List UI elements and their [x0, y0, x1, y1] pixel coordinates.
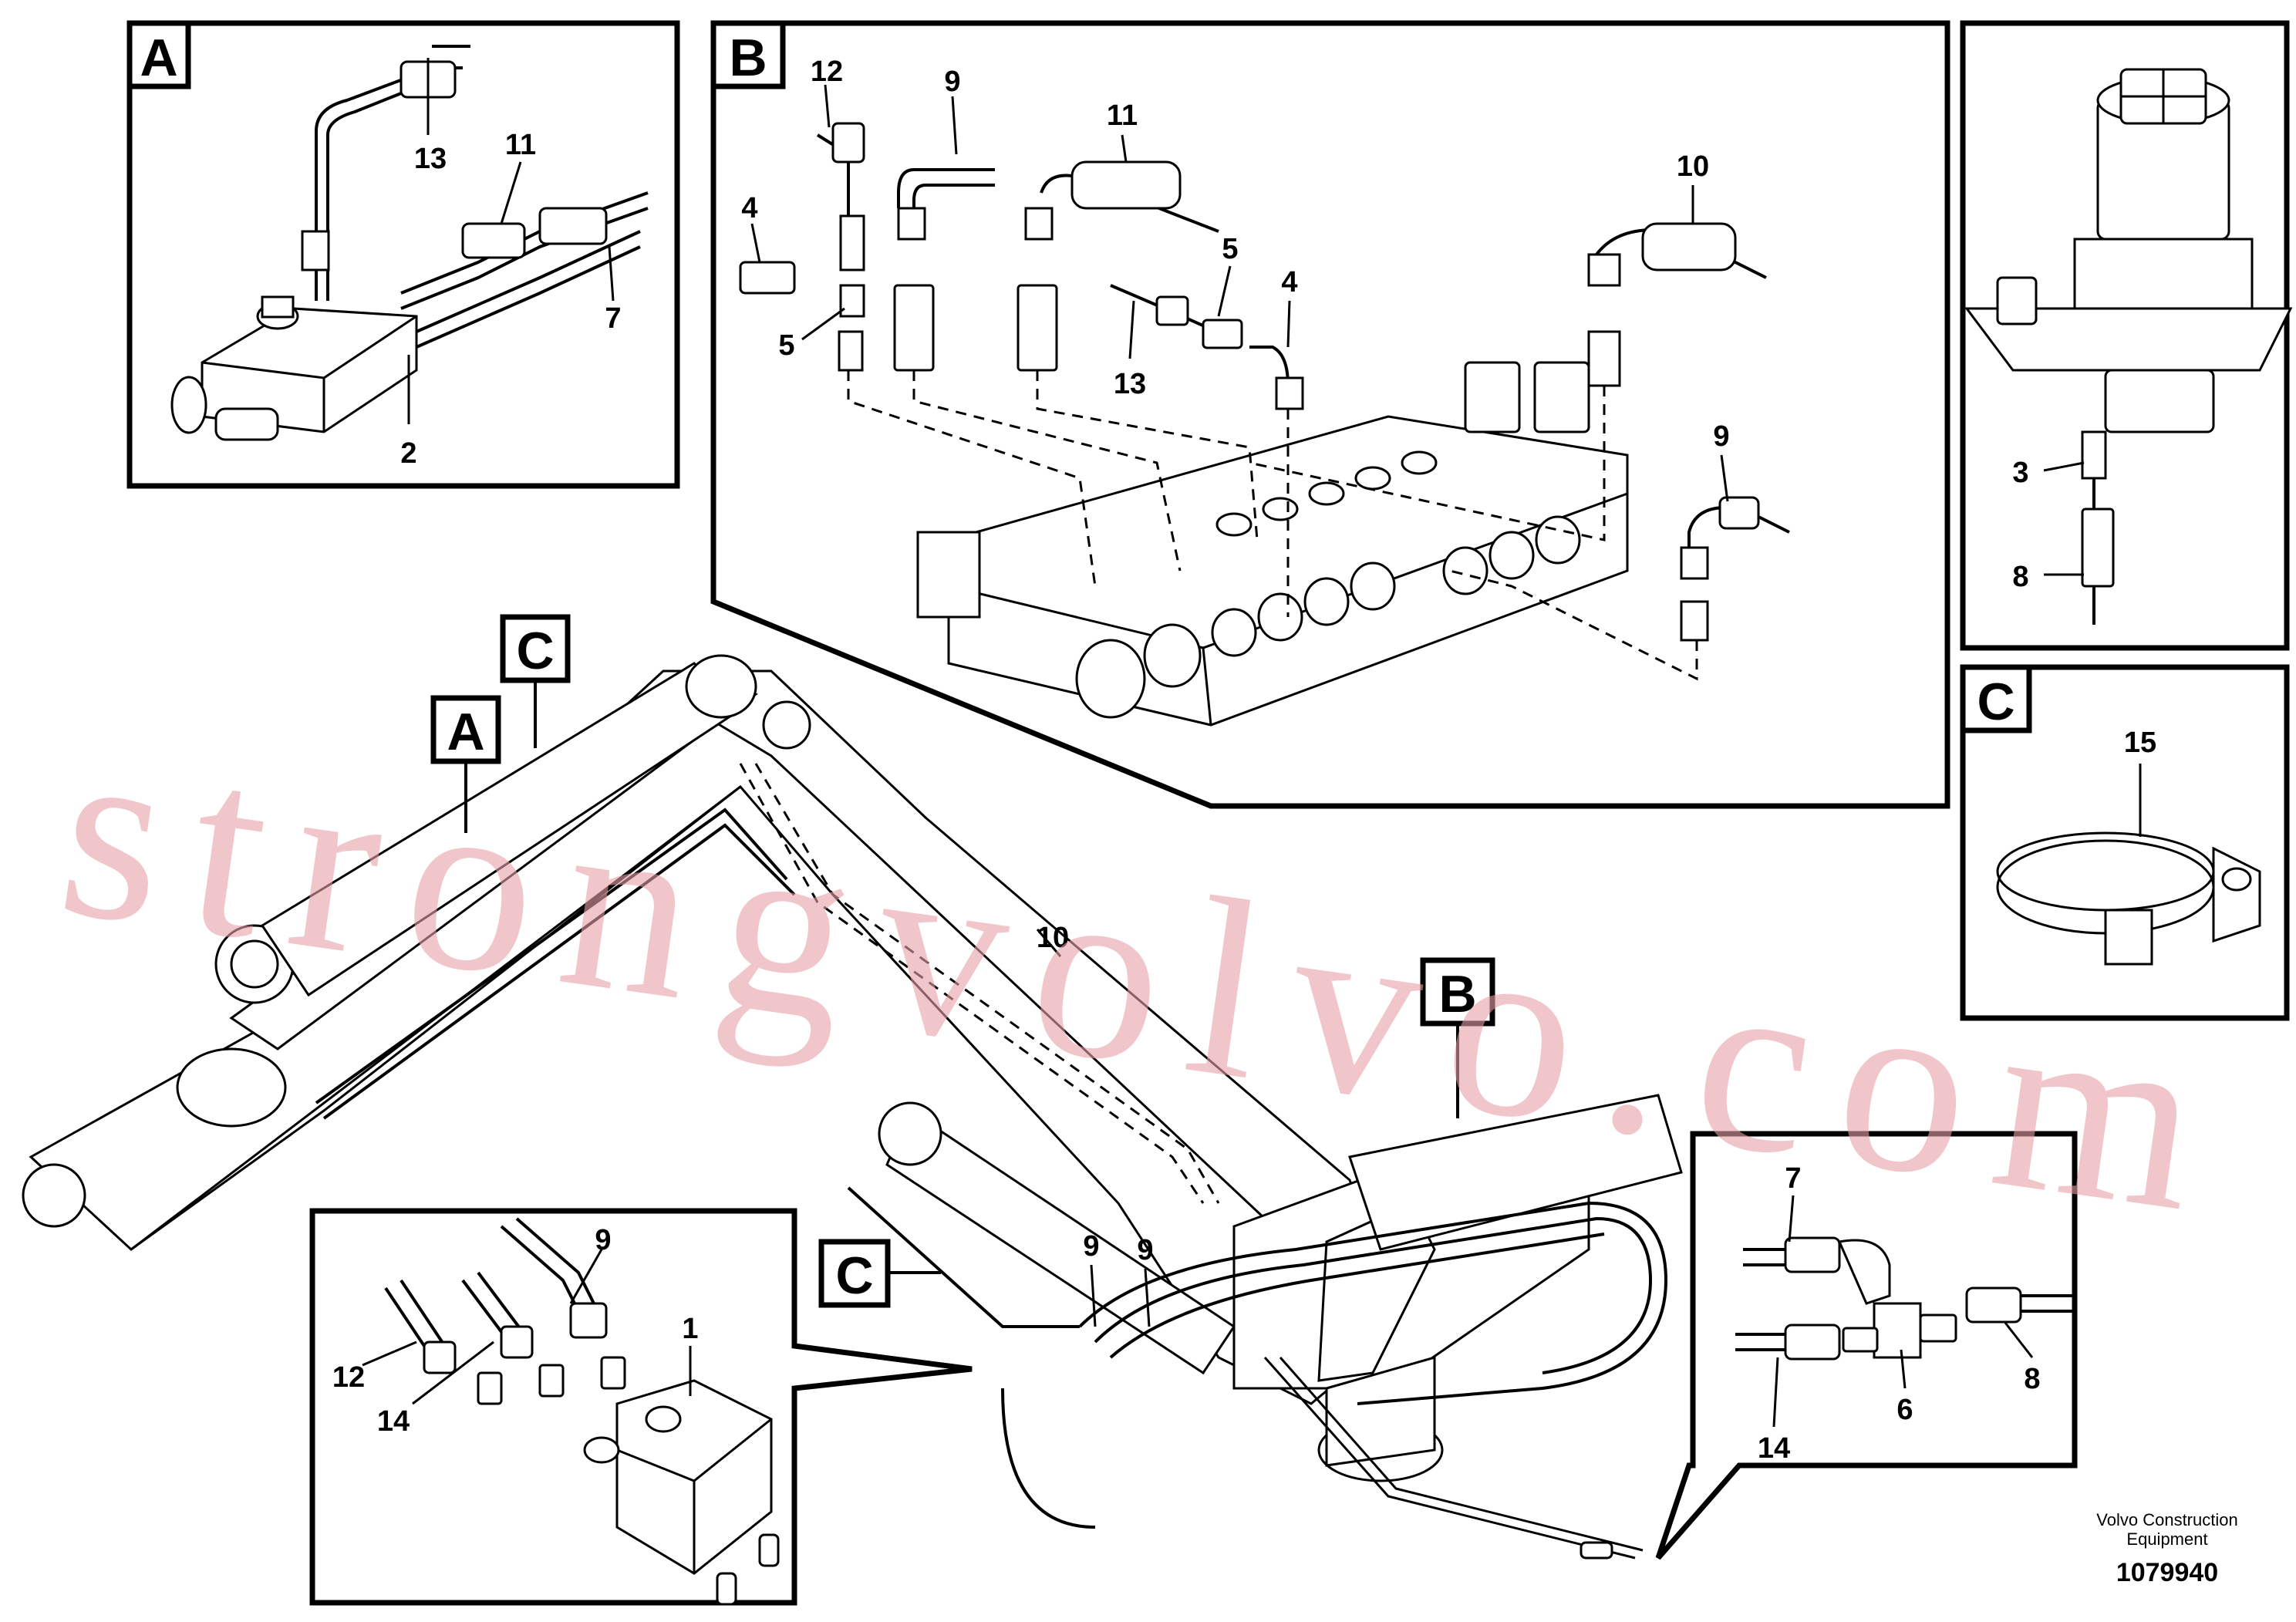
callout-3: 3	[2012, 457, 2028, 489]
callout-8: 8	[2012, 561, 2028, 593]
callout-4: 4	[1281, 266, 1297, 298]
svg-text:C: C	[835, 1246, 873, 1305]
callout-9: 9	[944, 66, 960, 98]
callout-4: 4	[741, 192, 757, 224]
valve-spools	[1211, 450, 1581, 657]
callout-14: 14	[1758, 1432, 1790, 1465]
boom-assembly: 10 9 9	[22, 654, 1683, 1560]
drawing-number: 1079940	[2116, 1558, 2218, 1587]
detail-b-panel: B	[710, 20, 1950, 809]
detail-lower-right-panel: 7 14 6 8	[1655, 1131, 2078, 1560]
callout-11: 11	[505, 129, 536, 161]
svg-text:A: A	[447, 703, 484, 761]
callout-12: 12	[811, 56, 843, 88]
main-tag-b: B	[1420, 957, 1495, 1118]
callout-7: 7	[1785, 1162, 1801, 1195]
company-name-line1: Volvo Construction	[2096, 1510, 2237, 1529]
callout-11: 11	[1107, 99, 1138, 132]
svg-text:B: B	[1438, 965, 1476, 1023]
callout-13: 13	[1114, 368, 1146, 400]
detail-b-tag: B	[729, 29, 767, 87]
callout-7: 7	[605, 302, 621, 335]
callout-2: 2	[400, 437, 416, 470]
callout-9: 9	[1083, 1230, 1099, 1263]
detail-sensor-panel: 3 8	[1960, 20, 2293, 651]
svg-text:C: C	[516, 622, 554, 680]
callout-15: 15	[2124, 727, 2156, 759]
main-tag-c-lower: C	[818, 1239, 941, 1308]
detail-c-tag: C	[1977, 673, 2014, 731]
callout-1: 1	[682, 1313, 698, 1345]
callout-8: 8	[2024, 1363, 2040, 1395]
detail-c-panel: C 15	[1960, 664, 2290, 1021]
callout-9: 9	[1713, 420, 1729, 453]
callout-10: 10	[1037, 922, 1069, 954]
detail-a-tag: A	[140, 29, 177, 87]
callout-9: 9	[595, 1224, 611, 1256]
company-name-line2: Equipment	[2126, 1529, 2207, 1549]
callout-9: 9	[1137, 1234, 1153, 1266]
callout-5: 5	[778, 329, 794, 362]
footer-block: Volvo Construction Equipment 1079940	[2096, 1510, 2237, 1587]
main-tag-c: C	[500, 614, 571, 748]
callout-12: 12	[332, 1361, 365, 1394]
callout-14: 14	[377, 1405, 410, 1438]
detail-lower-left-panel: 9 1 12 14	[309, 1208, 973, 1606]
callout-6: 6	[1896, 1394, 1913, 1426]
detail-a-panel: A 13 11 7 2	[126, 20, 680, 489]
callout-10: 10	[1677, 150, 1709, 183]
callout-5: 5	[1222, 233, 1238, 265]
main-tag-a: A	[430, 695, 501, 833]
callout-13: 13	[414, 143, 447, 175]
